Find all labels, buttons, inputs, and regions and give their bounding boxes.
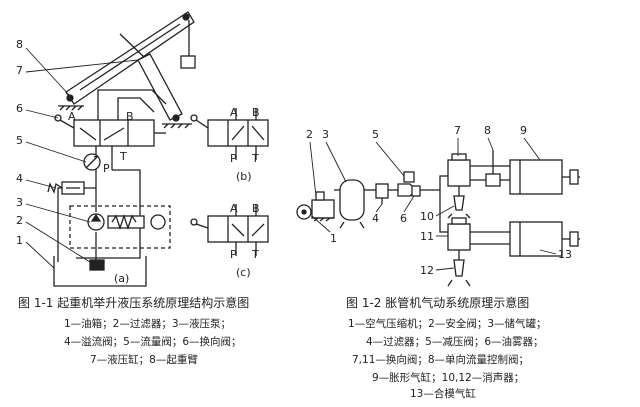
figure-1-1-caption: 图 1-1 起重机举升液压系统原理结构示意图 (18, 296, 250, 310)
figure-1-2-legend-line-2: 4—过滤器；5—减压阀；6—油雾器； (366, 336, 544, 348)
directional-valve-7 (447, 153, 510, 187)
figure-1-2-caption: 图 1-2 胀管机气动系统原理示意图 (346, 296, 530, 310)
port-t-label-c: T (251, 248, 259, 261)
callout-6: 6 (16, 102, 23, 115)
port-p-label-b: P (230, 152, 237, 165)
valve-position-c (190, 204, 269, 256)
hydraulic-lines (57, 89, 167, 262)
callout-5: 5 (16, 134, 23, 147)
clamping-cylinder-13 (509, 221, 580, 257)
directional-valve-11 (447, 217, 510, 251)
air-compressor (296, 191, 335, 222)
port-a-label: A (68, 110, 76, 123)
callout-8: 8 (16, 38, 23, 51)
port-p-label-c: P (230, 248, 237, 261)
callout-4b: 4 (372, 212, 379, 225)
relief-valve (47, 181, 85, 195)
sub-label-a: (a) (114, 272, 129, 285)
muffler-12 (447, 250, 471, 287)
port-t-label: T (119, 150, 127, 163)
fig1-2-leaders (309, 137, 557, 271)
callout-1: 1 (16, 234, 23, 247)
callout-2b: 2 (306, 128, 313, 141)
port-a-label-b: A (230, 106, 238, 119)
callout-5b: 5 (372, 128, 379, 141)
figure-1-2-legend-line-5: 13—合模气缸 (410, 388, 476, 400)
callout-12b: 12 (420, 264, 434, 277)
callout-8b: 8 (484, 124, 491, 137)
figure-1-2-legend-line-1: 1—空气压缩机；2—安全阀；3—储气罐； (348, 318, 547, 330)
port-t-label-b: T (251, 152, 259, 165)
port-a-label-c: A (230, 202, 238, 215)
callout-1b: 1 (330, 232, 337, 245)
filter-pressure-reducer (375, 171, 421, 204)
callout-10b: 10 (420, 210, 434, 223)
callout-7: 7 (16, 64, 23, 77)
figure-1-2-legend-line-4: 9—胀形气缸；10,12—消声器； (372, 372, 525, 384)
callout-2: 2 (16, 214, 23, 227)
pneumatic-main-line (364, 175, 448, 233)
port-b-label-b: B (252, 106, 260, 119)
callout-3: 3 (16, 196, 23, 209)
lift-cylinder (119, 33, 192, 129)
port-b-label-c: B (252, 202, 260, 215)
figure-1-2-legend-line-3: 7,11—换向阀；8—单向流量控制阀； (352, 354, 530, 366)
crane-boom (58, 11, 196, 111)
callout-11b: 11 (420, 230, 434, 243)
expansion-cylinder-9 (496, 159, 580, 195)
callout-6b: 6 (400, 212, 407, 225)
callout-7b: 7 (454, 124, 461, 137)
figure-1-1-legend-line-3: 7—液压缸；8—起重臂 (90, 354, 198, 366)
callout-4: 4 (16, 172, 23, 185)
figure-1-1-legend-line-2: 4—溢流阀；5—流量阀；6—换向阀； (64, 336, 242, 348)
sub-label-c: (c) (236, 266, 251, 279)
muffler-10 (447, 186, 471, 219)
callout-3b: 3 (322, 128, 329, 141)
port-b-label: B (126, 110, 134, 123)
flow-control-valve-8 (485, 150, 501, 187)
figure-1-1-legend-line-1: 1—油箱；2—过滤器；3—液压泵； (64, 318, 232, 330)
callout-9b: 9 (520, 124, 527, 137)
oil-tank-and-filter (53, 256, 147, 287)
callout-13b: 13 (558, 248, 572, 261)
port-p-label: P (103, 162, 110, 175)
flow-valve (83, 153, 101, 171)
fig1-1-leaders (25, 47, 139, 269)
pump-unit (69, 205, 171, 249)
directional-valve-a (54, 114, 166, 147)
valve-position-b (190, 108, 269, 160)
sub-label-b: (b) (236, 170, 252, 183)
air-receiver (334, 179, 365, 229)
